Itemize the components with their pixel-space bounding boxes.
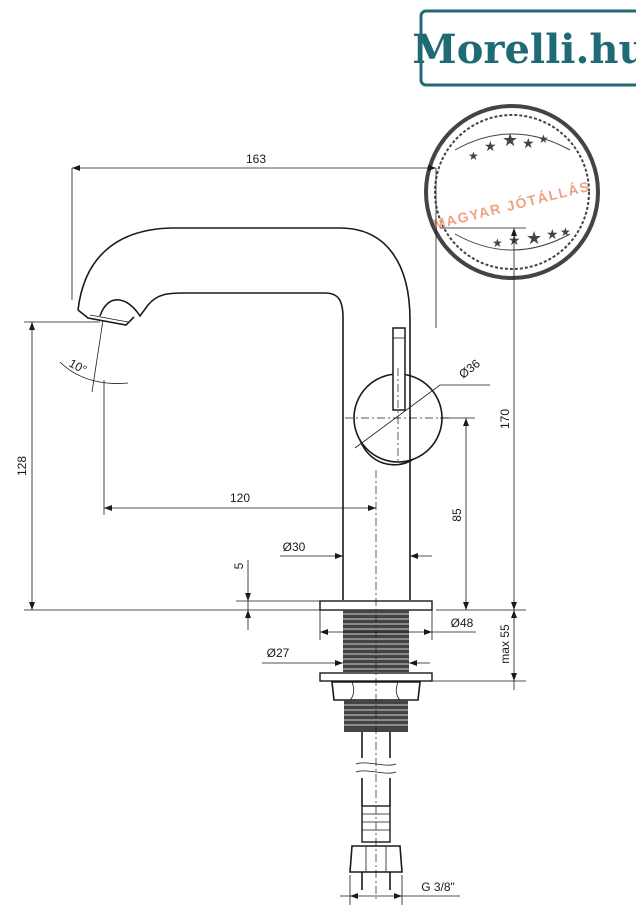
dimension-lines (24, 165, 526, 905)
dim-spout-angle: 10° (67, 356, 90, 377)
svg-text:★: ★ (484, 138, 497, 154)
dimension-labels: 163 10° 128 120 Ø36 170 85 Ø30 5 Ø48 max… (15, 152, 512, 894)
dim-connection: G 3/8" (421, 880, 455, 894)
dim-total-height: 170 (498, 409, 512, 429)
logo-text: Morelli.hu (412, 26, 636, 73)
dim-max-deck: max 55 (498, 624, 512, 664)
dim-width-total: 163 (246, 152, 266, 166)
svg-text:★: ★ (468, 149, 479, 163)
dim-body-diameter: Ø30 (283, 540, 306, 554)
lever-handle (353, 327, 443, 466)
svg-text:★: ★ (522, 135, 535, 151)
dim-spout-reach: 120 (230, 491, 250, 505)
svg-text:★: ★ (560, 225, 571, 239)
svg-text:★: ★ (492, 236, 503, 250)
warranty-stamp: ★ ★ ★ ★ ★ ★ ★ ★ ★ ★ MAGYAR JÓTÁLLÁS (424, 104, 600, 280)
dim-spout-height: 128 (15, 456, 29, 476)
dim-base-thickness: 5 (232, 562, 246, 569)
svg-text:★: ★ (502, 130, 518, 150)
svg-text:★: ★ (546, 226, 559, 242)
dim-handle-height: 85 (450, 508, 464, 522)
logo: Morelli.hu (412, 9, 636, 87)
dim-thread-diameter: Ø27 (267, 646, 290, 660)
svg-text:★: ★ (526, 228, 542, 248)
svg-text:★: ★ (538, 132, 549, 146)
dim-handle-diameter: Ø36 (456, 356, 483, 381)
faucet-body (77, 227, 411, 600)
dim-base-diameter: Ø48 (451, 616, 474, 630)
